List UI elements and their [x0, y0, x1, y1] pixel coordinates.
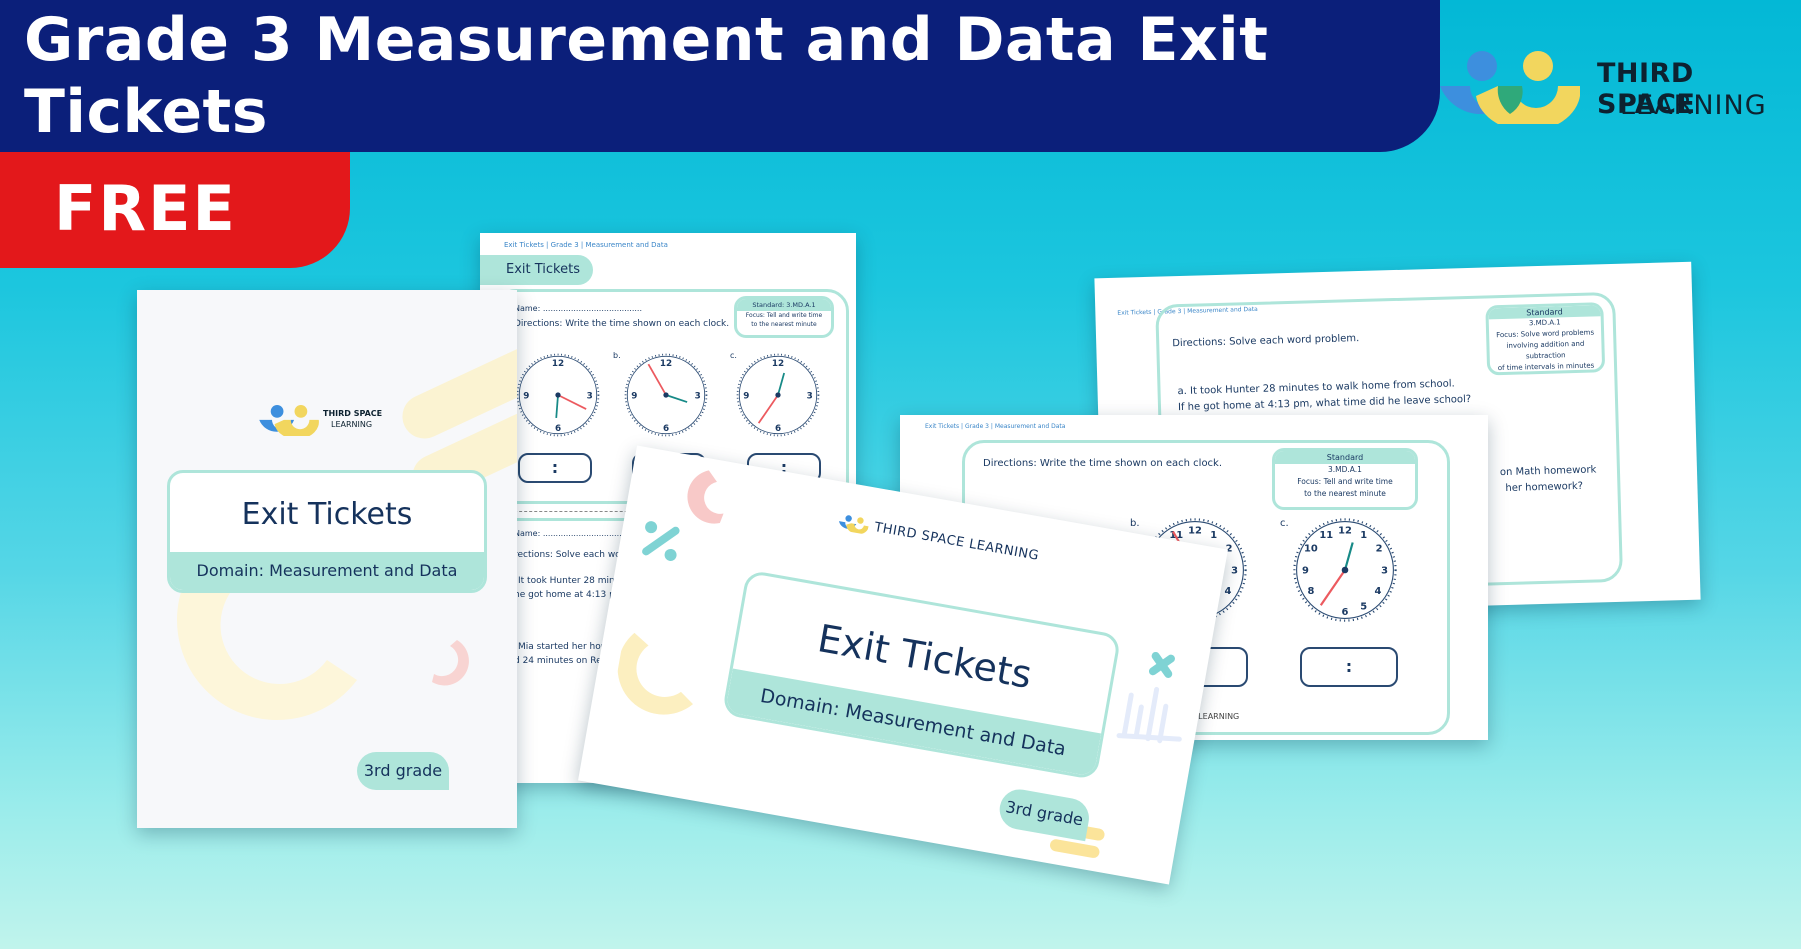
brand-logo-card-icon: [839, 515, 869, 535]
standard-box-words: Standard 3.MD.A.1 Focus: Solve word prob…: [1485, 302, 1606, 376]
title-banner: Grade 3 Measurement and Data Exit Ticket…: [0, 0, 1440, 152]
brand-logo-block: THIRD SPACE LEARNING: [1440, 40, 1800, 130]
clock-b-icon: 12 6 3 9: [624, 353, 708, 437]
card-grade-pill: 3rd grade: [996, 786, 1093, 842]
cover-sheet-portrait: THIRD SPACE LEARNING Exit Tickets Domain…: [137, 290, 517, 828]
cover-title-card: Exit Tickets Domain: Measurement and Dat…: [167, 470, 487, 593]
cover-card-tilted: THIRD SPACE LEARNING Exit Tickets Domain…: [578, 445, 1228, 885]
svg-text:9: 9: [631, 392, 637, 402]
svg-text:5: 5: [1360, 602, 1367, 613]
svg-text:3: 3: [1231, 565, 1238, 576]
svg-text:4: 4: [1225, 586, 1232, 597]
decorative-arc-shape: [177, 560, 357, 720]
decorative-pill-shapes: [402, 345, 517, 490]
brand-name: THIRD SPACE: [1597, 58, 1696, 120]
free-label: FREE: [54, 172, 237, 245]
svg-text:3: 3: [587, 392, 593, 402]
svg-text:12: 12: [552, 359, 564, 369]
standard-box: Standard: 3.MD.A.1 Focus: Tell and write…: [734, 296, 834, 338]
directions-text: Directions: Write the time shown on each…: [514, 319, 730, 329]
svg-text:12: 12: [772, 359, 784, 369]
svg-text:6: 6: [555, 424, 561, 434]
svg-text:2: 2: [1376, 543, 1383, 554]
svg-text:9: 9: [523, 392, 529, 402]
breadcrumb: Exit Tickets | Grade 3 | Measurement and…: [504, 241, 668, 249]
free-badge: FREE: [0, 152, 350, 268]
name-label: Name: ..................................…: [514, 304, 643, 313]
decorative-pink-arc: [687, 470, 724, 524]
page-title: Grade 3 Measurement and Data Exit Ticket…: [24, 5, 1269, 147]
svg-text:12: 12: [1188, 526, 1202, 537]
standard-box-clocks: Standard 3.MD.A.1 Focus: Tell and write …: [1272, 448, 1418, 510]
svg-text:2: 2: [1226, 543, 1233, 554]
cover-domain: Domain: Measurement and Data: [170, 552, 484, 590]
clock-c-icon: 12 6 3 9: [736, 353, 820, 437]
decorative-pink-arc: [432, 640, 469, 686]
svg-text:3: 3: [807, 392, 813, 402]
svg-text:12: 12: [1338, 526, 1352, 537]
svg-text:4: 4: [1375, 586, 1382, 597]
footer-brand: CE LEARNING: [1185, 712, 1240, 721]
svg-text:6: 6: [775, 424, 781, 434]
worksheet-header: Exit Tickets: [480, 255, 593, 285]
card-brand: THIRD SPACE LEARNING: [873, 520, 1041, 564]
svg-text:11: 11: [1319, 530, 1333, 541]
decorative-yellow-arc: [617, 632, 694, 715]
svg-text:9: 9: [1302, 565, 1309, 576]
plus-icon: [1148, 651, 1175, 678]
brand-subname: LEARNING: [1620, 90, 1767, 121]
bar-chart-decor-icon: [1116, 686, 1182, 744]
svg-text:3: 3: [695, 392, 701, 402]
answer-box-a[interactable]: :: [518, 453, 592, 483]
grade-pill: 3rd grade: [357, 752, 449, 790]
svg-text:6: 6: [1342, 607, 1349, 618]
svg-text:8: 8: [1307, 586, 1314, 597]
svg-text:12: 12: [660, 359, 672, 369]
clock-a-icon: 12 6 3 9: [516, 353, 600, 437]
svg-text:6: 6: [663, 424, 669, 434]
cover-title: Exit Tickets: [241, 497, 413, 532]
third-space-learning-logo-icon: [1440, 51, 1580, 124]
answer-box-c-large[interactable]: :: [1300, 647, 1398, 687]
brand-logo-small-icon: [259, 404, 319, 436]
percent-icon: [642, 521, 680, 561]
svg-text:1: 1: [1210, 530, 1217, 541]
svg-text:9: 9: [743, 392, 749, 402]
card-title-box: Exit Tickets Domain: Measurement and Dat…: [721, 569, 1122, 781]
svg-text:1: 1: [1360, 530, 1367, 541]
svg-text:3: 3: [1381, 565, 1388, 576]
svg-text:10: 10: [1304, 543, 1318, 554]
